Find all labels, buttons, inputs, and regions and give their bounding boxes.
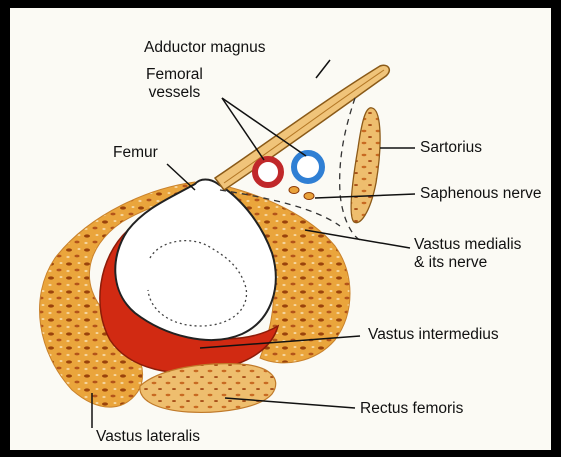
- label-adductor-magnus: Adductor magnus: [144, 39, 266, 57]
- label-vastus-medialis: Vastus medialis & its nerve: [414, 236, 521, 272]
- label-vastus-intermedius: Vastus intermedius: [368, 326, 499, 344]
- label-rectus-femoris: Rectus femoris: [360, 400, 463, 418]
- label-femoral-vessels-line1: Femoral: [146, 66, 203, 84]
- label-femur: Femur: [113, 144, 158, 162]
- label-vastus-medialis-line1: Vastus medialis: [414, 236, 521, 254]
- saphenous-nerve-2: [304, 193, 314, 200]
- diagram-plate: Adductor magnus Femoral vessels Femur Sa…: [10, 8, 551, 450]
- label-femoral-vessels-line2: vessels: [146, 84, 203, 102]
- saphenous-nerve-1: [289, 187, 299, 194]
- sartorius-muscle: [351, 108, 380, 223]
- leader-adductor: [316, 60, 330, 78]
- label-femoral-vessels: Femoral vessels: [146, 66, 203, 102]
- femoral-artery: [255, 159, 281, 185]
- label-saphenous-nerve: Saphenous nerve: [420, 185, 542, 203]
- femoral-vein: [294, 153, 322, 181]
- label-vastus-lateralis: Vastus lateralis: [96, 428, 200, 446]
- label-vastus-medialis-line2: & its nerve: [414, 254, 521, 272]
- leader-femoral-1: [222, 98, 264, 160]
- cross-section-drawing: [10, 8, 551, 450]
- label-sartorius: Sartorius: [420, 139, 482, 157]
